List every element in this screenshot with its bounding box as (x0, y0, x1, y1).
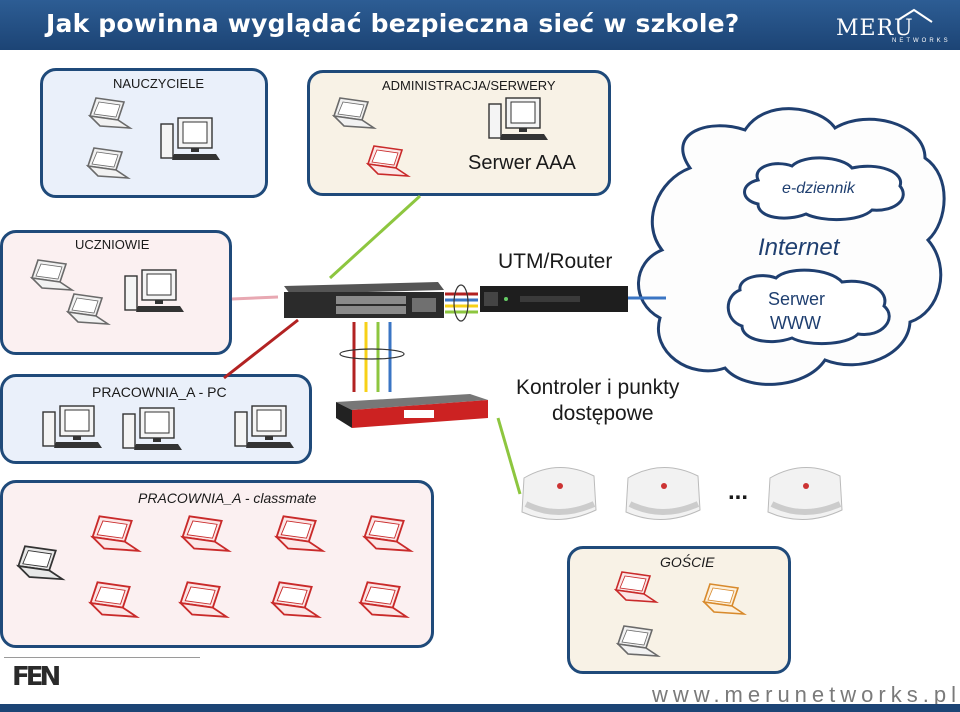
desktop-pc-icon (160, 116, 222, 167)
meru-logo-text: MERU (836, 16, 914, 41)
utm-router (480, 284, 630, 314)
meru-logo-sub: NETWORKS (892, 38, 951, 44)
zone-teachers (40, 68, 268, 198)
lab-classmate-label: PRACOWNIA_A - classmate (138, 490, 317, 506)
laptop-icon (268, 580, 323, 631)
zone-students (0, 230, 232, 355)
access-point (762, 458, 846, 528)
laptop-icon (330, 96, 378, 141)
desktop-pc-icon (42, 404, 104, 455)
aaa-server-label: Serwer AAA (468, 152, 576, 174)
network-switch (278, 278, 445, 320)
meru-logo-icon (897, 8, 933, 23)
title-bar: Jak powinna wyglądać bezpieczna sieć w s… (0, 0, 960, 50)
zone-admin (307, 70, 611, 196)
desktop-pc-icon (124, 268, 186, 319)
link-admin-switch (328, 194, 422, 280)
laptop-icon (272, 514, 327, 565)
footer-bar (0, 704, 960, 712)
wireless-controller (334, 392, 490, 430)
laptop-icon (28, 258, 76, 303)
link-labpc-switch (223, 318, 299, 380)
router-icon (480, 286, 628, 312)
controller-label-1: Kontroler i punkty (516, 376, 680, 399)
controller-icon (336, 394, 488, 428)
desktop-pc-icon (488, 96, 550, 147)
laptop-icon (86, 580, 141, 631)
more-aps-ellipsis: ... (728, 478, 749, 505)
web-server-label-2: WWW (770, 313, 821, 333)
access-point (516, 458, 600, 528)
fen-logo: FEN (12, 662, 61, 702)
fen-logo-text: FEN (12, 662, 61, 692)
access-point-icon (521, 467, 597, 521)
access-point-icon (767, 467, 843, 521)
controller-label-2: dostępowe (552, 402, 654, 425)
footer-url[interactable]: www.merunetworks.pl (652, 682, 960, 707)
meru-logo: MERU NETWORKS (836, 8, 948, 48)
access-point (620, 458, 704, 528)
laptop-icon (84, 146, 132, 191)
guests-label: GOŚCIE (660, 554, 715, 570)
router-label: UTM/Router (498, 250, 613, 273)
desktop-pc-icon (234, 404, 296, 455)
laptop-icon (360, 514, 415, 565)
laptop-icon (86, 96, 134, 141)
desktop-pc-icon (122, 406, 184, 457)
laptop-icon (14, 544, 67, 593)
switch-icon (284, 282, 444, 318)
zone-lab-classmate (0, 480, 434, 648)
access-point-icon (625, 467, 701, 521)
laptop-icon (64, 292, 112, 337)
zone-guests (567, 546, 791, 674)
link-students-switch (231, 295, 279, 301)
lab-pc-label: PRACOWNIA_A - PC (92, 384, 227, 400)
students-label: UCZNIOWIE (75, 237, 150, 252)
laptop-icon (176, 580, 231, 631)
admin-label: ADMINISTRACJA/SERWERY (382, 78, 556, 93)
laptop-icon (364, 144, 412, 189)
laptop-icon (178, 514, 233, 565)
footer-divider (4, 657, 200, 658)
laptop-icon (356, 580, 411, 631)
laptop-icon (612, 570, 660, 615)
ediary-label: e-dziennik (782, 180, 855, 197)
laptop-icon (88, 514, 143, 565)
laptop-icon (700, 582, 748, 627)
web-server-label-1: Serwer (768, 289, 826, 309)
internet-label: Internet (758, 234, 840, 261)
page-title: Jak powinna wyglądać bezpieczna sieć w s… (46, 9, 740, 38)
laptop-icon (614, 624, 662, 669)
teachers-label: NAUCZYCIELE (113, 76, 205, 91)
